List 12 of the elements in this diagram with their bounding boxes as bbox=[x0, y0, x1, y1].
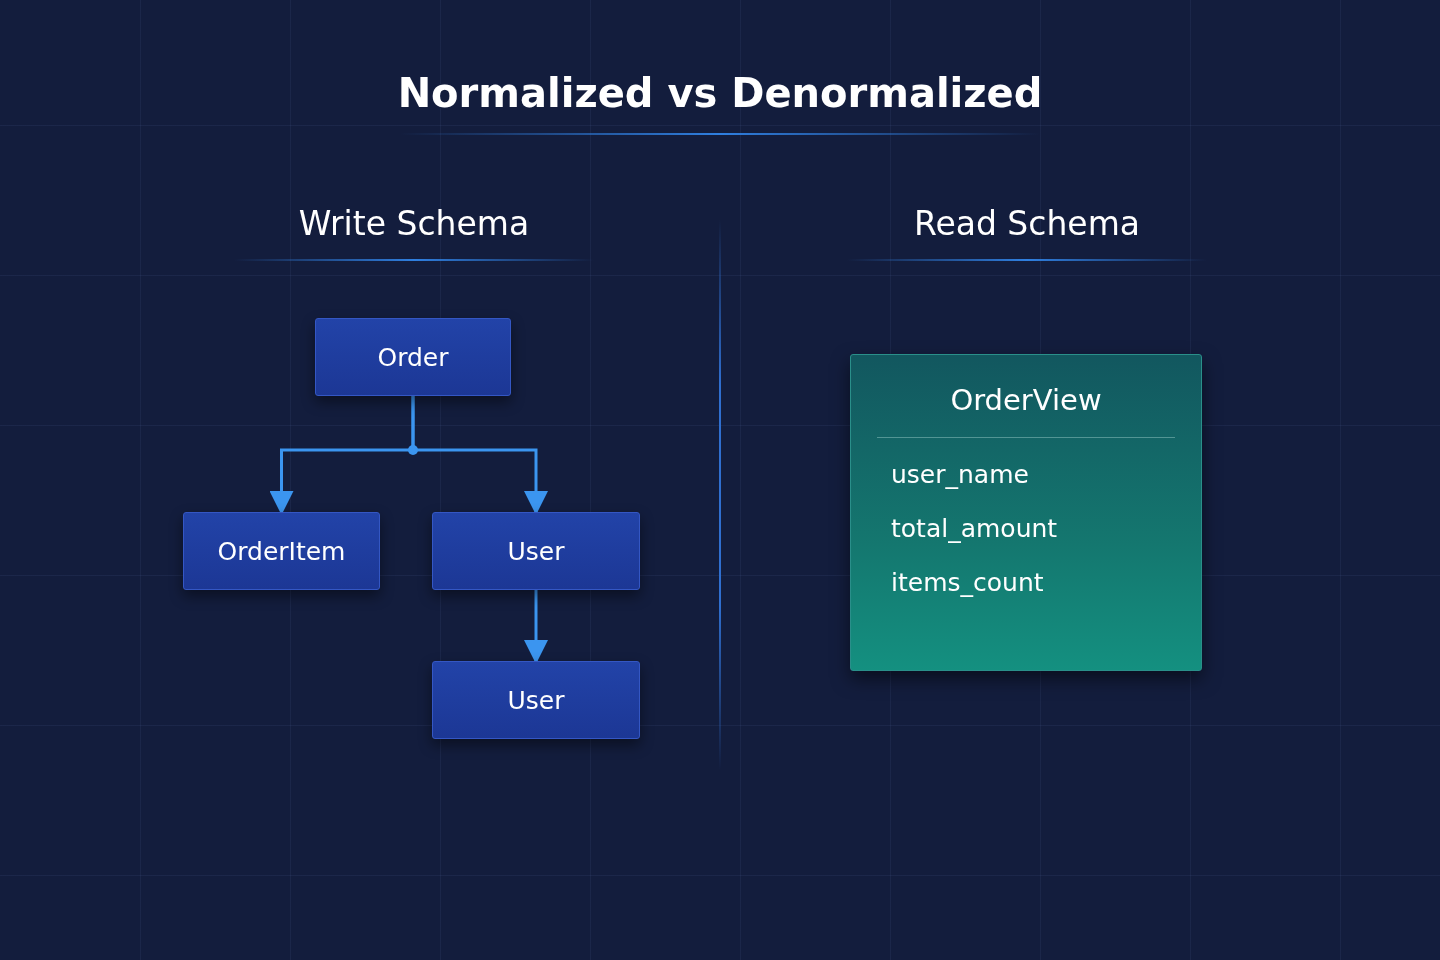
field-name: total_amount bbox=[891, 514, 1058, 543]
title: Normalized vs Denormalized bbox=[397, 70, 1043, 116]
table-card bbox=[850, 354, 1202, 671]
entity-box: Order bbox=[315, 318, 511, 396]
entity-box: User bbox=[432, 512, 640, 590]
table-title: OrderView bbox=[950, 383, 1102, 417]
field-name: user_name bbox=[891, 460, 1029, 489]
section-heading: Read Schema bbox=[913, 204, 1141, 243]
section-heading: Write Schema bbox=[298, 204, 530, 243]
field-name: items_count bbox=[891, 568, 1044, 597]
entity-box: OrderItem bbox=[183, 512, 380, 590]
entity-box: User bbox=[432, 661, 640, 739]
